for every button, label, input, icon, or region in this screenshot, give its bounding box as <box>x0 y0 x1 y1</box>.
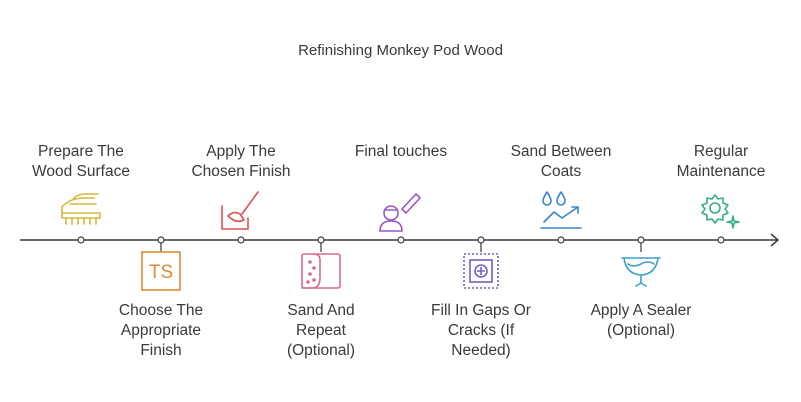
diagram-title: Refinishing Monkey Pod Wood <box>298 42 503 59</box>
step-label-7: Sand Between Coats <box>510 143 612 180</box>
marker-7 <box>557 236 565 244</box>
step-label-6: Fill In Gaps Or Cracks (If Needed) <box>431 302 531 359</box>
marker-3 <box>237 236 245 244</box>
gear-sparkle-icon <box>701 194 740 229</box>
marker-4 <box>317 236 325 244</box>
step-label-8: Apply A Sealer (Optional) <box>590 302 692 339</box>
step-label-5: Final touches <box>354 143 448 160</box>
marker-8 <box>637 236 645 244</box>
timeline-arrowhead <box>770 233 780 247</box>
step-label-2: Choose The Appropriate Finish <box>118 302 204 359</box>
step-label-4: Sand And Repeat (Optional) <box>286 302 356 359</box>
hand-sanding-icon <box>61 193 101 225</box>
fill-frame-icon <box>463 253 499 289</box>
drops-chart-icon <box>540 191 582 229</box>
person-pencil-icon <box>379 193 421 232</box>
svg-text:TS: TS <box>149 262 173 283</box>
step-label-1: Prepare The Wood Surface <box>32 143 130 180</box>
marker-6 <box>477 236 485 244</box>
marker-1 <box>77 236 85 244</box>
marker-5 <box>397 236 405 244</box>
sandpaper-icon <box>301 253 341 289</box>
marker-9 <box>717 236 725 244</box>
step-label-9: Regular Maintenance <box>676 143 766 180</box>
step-label-3: Apply The Chosen Finish <box>191 143 291 180</box>
sealer-basin-icon <box>621 257 661 287</box>
marker-2 <box>157 236 165 244</box>
ts-text-icon: TS <box>141 251 181 291</box>
brush-icon <box>221 191 259 230</box>
